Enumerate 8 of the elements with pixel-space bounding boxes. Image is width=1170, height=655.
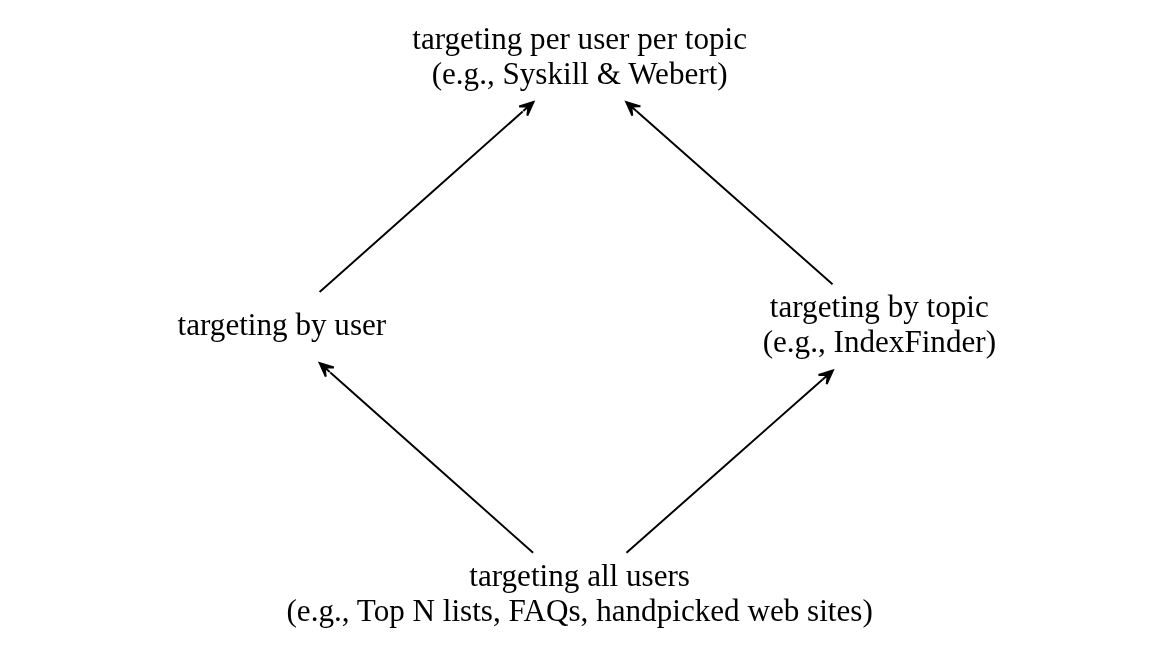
node-text: targeting all users (e.g., Top N lists, FAQs, handpicked web sites)	[286, 557, 873, 628]
node-text: targeting per user per topic (e.g., Syskill & Webert)	[412, 20, 748, 91]
node-text: targeting by user	[177, 306, 387, 342]
arrow	[625, 369, 834, 554]
arrow	[318, 100, 535, 293]
arrow	[318, 362, 535, 554]
node-text: targeting by topic (e.g., IndexFinder)	[762, 289, 997, 360]
arrow	[625, 100, 834, 286]
